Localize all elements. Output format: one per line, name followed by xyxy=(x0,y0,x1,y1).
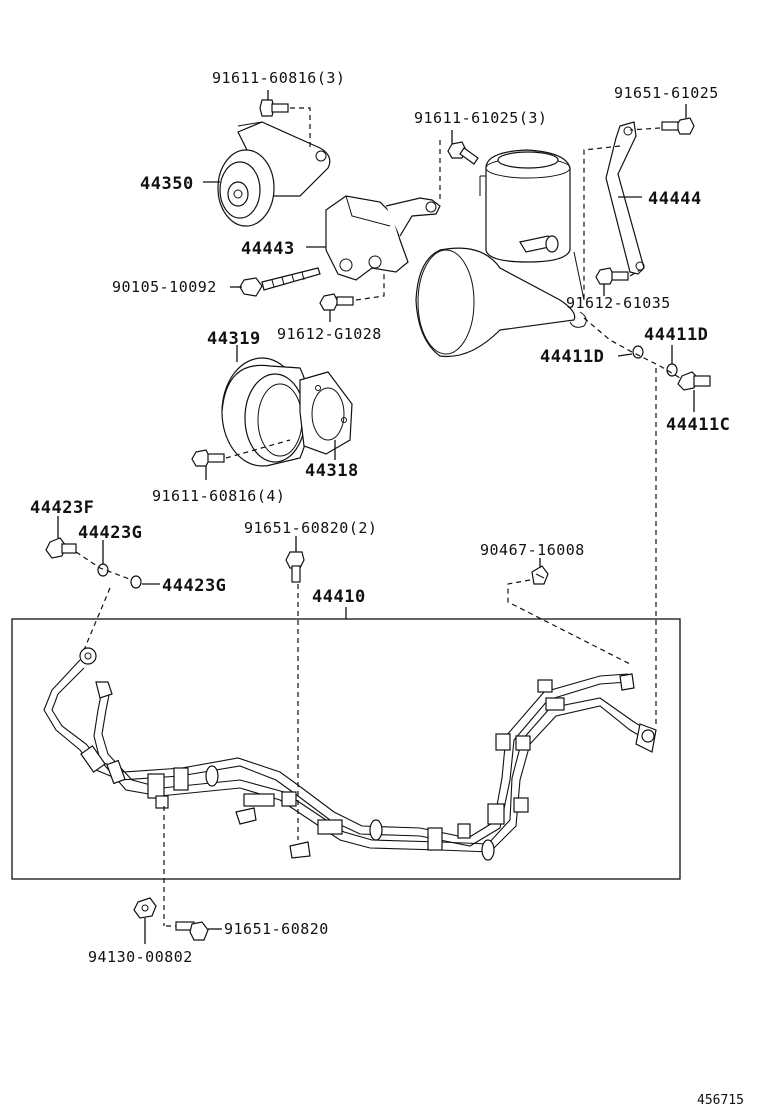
power-steering-pump[interactable] xyxy=(415,149,587,358)
stay-44444[interactable] xyxy=(605,121,645,275)
union-bolt-44423F[interactable] xyxy=(45,537,77,559)
part-label-44319[interactable]: 44319 xyxy=(207,329,261,349)
part-label-90467-16008[interactable]: 90467-16008 xyxy=(480,541,585,559)
pump-pulley-44350[interactable] xyxy=(217,121,331,227)
gasket-44411D-right[interactable] xyxy=(666,363,678,377)
part-label-44410[interactable]: 44410 xyxy=(312,587,366,607)
bolt-91611-60816-3[interactable] xyxy=(259,99,289,117)
catalog-number: 456715 xyxy=(697,1093,744,1108)
nut-94130-00802[interactable] xyxy=(133,897,157,919)
part-label-91611-60816-4[interactable]: 91611-60816(4) xyxy=(152,487,285,505)
bolt-91612-61035[interactable] xyxy=(595,267,629,285)
gasket-44423G-lower[interactable] xyxy=(130,575,142,589)
part-label-91611-61025-3[interactable]: 91611-61025(3) xyxy=(414,109,547,127)
bracket-44443[interactable] xyxy=(325,195,441,281)
bolt-91611-61025-3[interactable] xyxy=(447,141,479,165)
part-label-91612-61035[interactable]: 91612-61035 xyxy=(566,294,671,312)
bolt-90105-10092[interactable] xyxy=(239,267,321,297)
gasket-44423G-upper[interactable] xyxy=(97,563,109,577)
clamp-90467-16008[interactable] xyxy=(531,565,549,585)
part-label-44411D-left[interactable]: 44411D xyxy=(540,347,604,367)
bolt-91651-60820[interactable] xyxy=(175,921,209,941)
pulley-44319[interactable] xyxy=(221,357,311,467)
part-label-44411C[interactable]: 44411C xyxy=(666,415,730,435)
part-label-91612-G1028[interactable]: 91612-G1028 xyxy=(277,325,382,343)
part-label-90105-10092[interactable]: 90105-10092 xyxy=(112,278,217,296)
part-label-44423G-lower[interactable]: 44423G xyxy=(162,576,226,596)
part-label-91611-60816-3[interactable]: 91611-60816(3) xyxy=(212,69,345,87)
part-label-44423F[interactable]: 44423F xyxy=(30,498,94,518)
part-label-94130-00802[interactable]: 94130-00802 xyxy=(88,948,193,966)
part-label-44423G-upper[interactable]: 44423G xyxy=(78,523,142,543)
part-label-91651-60820-2[interactable]: 91651-60820(2) xyxy=(244,519,377,537)
part-label-91651-60820[interactable]: 91651-60820 xyxy=(224,920,329,938)
part-label-44350[interactable]: 44350 xyxy=(140,174,194,194)
bolt-91611-60816-4[interactable] xyxy=(191,449,225,467)
gasket-44411D-left[interactable] xyxy=(632,345,644,359)
part-label-91651-61025[interactable]: 91651-61025 xyxy=(614,84,719,102)
union-bolt-44411C[interactable] xyxy=(677,371,711,391)
part-label-44443[interactable]: 44443 xyxy=(241,239,295,259)
pressure-feed-tube-assembly[interactable] xyxy=(43,647,657,861)
bolt-91651-61025[interactable] xyxy=(661,117,695,135)
bolt-91651-60820-2[interactable] xyxy=(285,551,305,583)
part-label-44318[interactable]: 44318 xyxy=(305,461,359,481)
plate-44318[interactable] xyxy=(299,371,353,455)
part-label-44444[interactable]: 44444 xyxy=(648,189,702,209)
bolt-91612-G1028[interactable] xyxy=(319,293,354,311)
assembly-frame-44410 xyxy=(11,618,681,880)
part-label-44411D-right[interactable]: 44411D xyxy=(644,325,708,345)
